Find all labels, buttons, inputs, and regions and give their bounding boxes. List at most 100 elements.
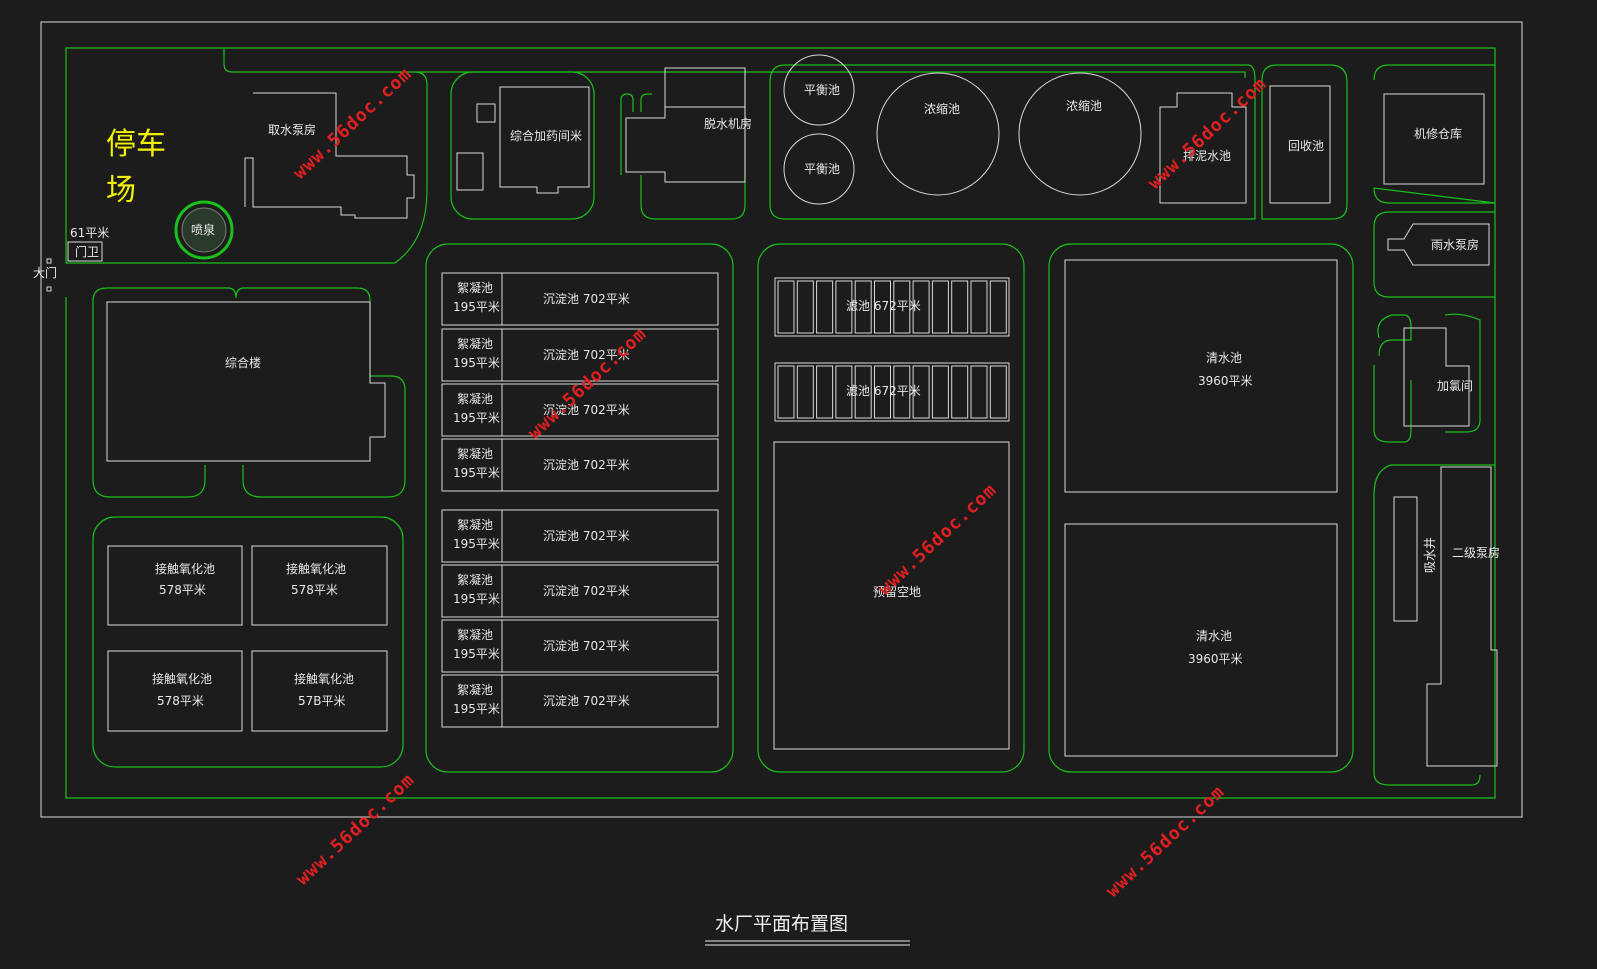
coagulation-area: 195平米 <box>453 411 500 425</box>
sedimentation-label: 沉淀池 702平米 <box>543 584 630 598</box>
coagulation-area: 195平米 <box>453 300 500 314</box>
contact-zone <box>92 516 404 768</box>
chlorine-label: 加氯间 <box>1437 379 1473 393</box>
parking-label: 停车 <box>106 127 166 162</box>
filter-cell <box>931 280 949 334</box>
secondary-pump-zone <box>1373 464 1495 786</box>
filter-cell <box>912 365 930 419</box>
filter-cell <box>835 280 853 334</box>
guard-label: 门卫 <box>75 244 99 259</box>
thickener-2 <box>1018 72 1142 196</box>
guard-area-label: 61平米 <box>70 226 109 240</box>
coagulation-area: 195平米 <box>453 592 500 606</box>
office-zone <box>92 287 406 498</box>
watermark: www.56doc.com <box>1144 73 1271 193</box>
contact1-name: 接触氧化池 <box>155 561 215 576</box>
contact1-area: 578平米 <box>159 583 206 597</box>
balance2-label: 平衡池 <box>804 162 840 176</box>
reserved-label: 预留空地 <box>873 585 921 599</box>
coagulation-label: 絮凝池 <box>457 336 493 351</box>
filter-cell <box>854 365 872 419</box>
contact4-area: 57B平米 <box>298 694 346 708</box>
site-boundary <box>40 21 1523 818</box>
secondary-pump-building <box>1426 466 1498 767</box>
coagulation-label: 絮凝池 <box>457 572 493 587</box>
filter-bank <box>774 277 1010 337</box>
contact3-area: 578平米 <box>157 694 204 708</box>
watermark: www.56doc.com <box>292 769 419 889</box>
sedimentation-tank <box>501 564 719 618</box>
reserved-land <box>773 441 1010 750</box>
sludge-zone <box>769 64 1256 220</box>
drawing-title: 水厂平面布置图 <box>715 913 848 935</box>
contact-tank-1 <box>107 545 243 626</box>
sedimentation-label: 沉淀池 702平米 <box>543 458 630 472</box>
balance-tank-1 <box>783 54 855 126</box>
filter-cell <box>989 280 1007 334</box>
chlorine-zone <box>1373 313 1481 443</box>
filter-cell <box>970 365 988 419</box>
dosing-small-box <box>476 103 496 123</box>
sedimentation-tank <box>501 272 719 326</box>
watermark: www.56doc.com <box>874 479 1001 599</box>
dewater-building <box>625 67 746 183</box>
contact-tank-3 <box>107 650 243 732</box>
coagulation-area: 195平米 <box>453 356 500 370</box>
filter-bank <box>774 362 1010 422</box>
filter-cell <box>835 365 853 419</box>
gate-post <box>46 286 52 292</box>
recovery-tank <box>1269 85 1331 204</box>
filter-zone <box>757 243 1025 773</box>
clear1-area: 3960平米 <box>1198 374 1253 388</box>
sedimentation-tank <box>501 619 719 673</box>
fountain-inner <box>181 207 227 253</box>
contact-tank-4 <box>251 650 388 732</box>
suction-well <box>1393 496 1418 622</box>
guard-house <box>67 241 103 262</box>
filter-cell <box>893 365 911 419</box>
filter-cell <box>912 280 930 334</box>
office-building <box>106 301 386 462</box>
coagulation-label: 絮凝池 <box>457 391 493 406</box>
dosing-building <box>499 86 590 194</box>
sedimentation-zone <box>425 243 734 773</box>
sedimentation-label: 沉淀池 702平米 <box>543 403 630 417</box>
filter-cell <box>951 365 969 419</box>
coagulation-area: 195平米 <box>453 466 500 480</box>
suction-well-label: 吸水井 <box>1423 537 1437 573</box>
filter-cell <box>796 280 814 334</box>
clear2-area: 3960平米 <box>1188 652 1243 666</box>
sedimentation-tank <box>501 509 719 563</box>
coagulation-area: 195平米 <box>453 647 500 661</box>
rain-pump-zone <box>1373 211 1495 298</box>
repair-label: 机修仓库 <box>1414 126 1462 141</box>
filter-cell <box>816 365 834 419</box>
contact3-name: 接触氧化池 <box>152 671 212 686</box>
perimeter-road <box>65 47 1496 799</box>
sedimentation-label: 沉淀池 702平米 <box>543 292 630 306</box>
recovery-zone <box>1261 64 1348 220</box>
dosing-small-box <box>456 152 484 191</box>
dosing-label: 综合加药间米 <box>510 128 582 143</box>
coagulation-label: 絮凝池 <box>457 627 493 642</box>
dosing-zone <box>450 71 595 220</box>
clear-water-tank-2 <box>1064 523 1338 757</box>
repair-building <box>1383 93 1485 185</box>
coagulation-area: 195平米 <box>453 537 500 551</box>
top-road <box>223 48 1246 78</box>
sedimentation-label: 沉淀池 702平米 <box>543 694 630 708</box>
watermark: www.56doc.com <box>1102 781 1229 901</box>
contact2-name: 接触氧化池 <box>286 561 346 576</box>
intake-pump-house <box>244 92 415 219</box>
coagulation-label: 絮凝池 <box>457 517 493 532</box>
clear-water-tank-1 <box>1064 259 1338 493</box>
sedimentation-tank <box>501 383 719 437</box>
dewater-zone <box>620 72 746 220</box>
clear1-name: 清水池 <box>1206 351 1242 365</box>
coagulation-label: 絮凝池 <box>457 682 493 697</box>
office-label: 综合楼 <box>225 355 261 370</box>
intake-pump-label: 取水泵房 <box>268 122 316 137</box>
thickener-1 <box>876 72 1000 196</box>
